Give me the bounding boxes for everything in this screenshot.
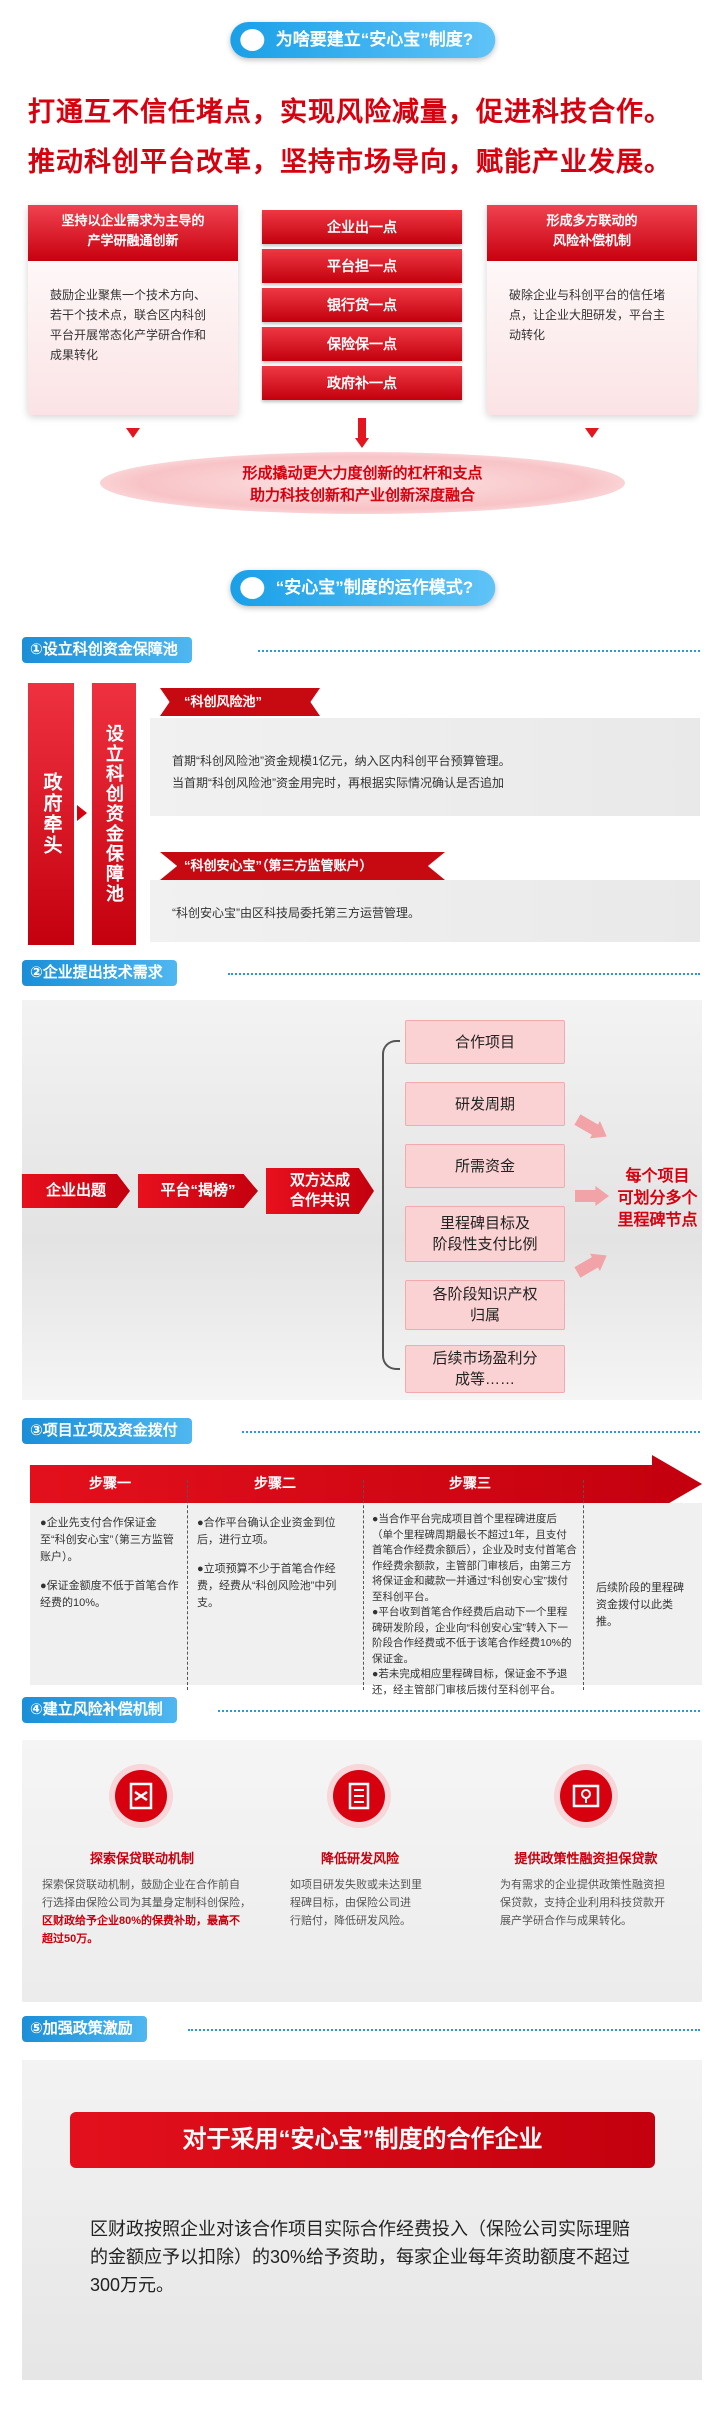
step-divider — [363, 1480, 364, 1690]
result-line-1: 形成撬动更大力度创新的杠杆和支点 — [242, 465, 483, 482]
arrow-icon — [575, 1186, 609, 1206]
dotted-divider — [228, 973, 700, 975]
milestone-result: 每个项目 可划分多个 里程碑节点 — [617, 1168, 698, 1229]
policy-text: 区财政按照企业对该合作项目实际合作经费投入（保险公司实际理赔的金额应予以扣除）的… — [90, 2219, 631, 2295]
requirement-item: 里程碑目标及 阶段性支付比例 — [405, 1206, 565, 1262]
comp-body-3: 为有需求的企业提供政策性融资担 保贷款，支持企业利用科技贷款开 展产学研合作与成… — [500, 1879, 665, 1927]
step-1-content: ●企业先支付合作保证金至“科创安心宝”（第三方监管账户）。 ●保证金额度不低于首… — [40, 1517, 179, 1609]
stack-item-bank: 银行贷一点 — [262, 288, 462, 322]
requirement-item: 各阶段知识产权 归属 — [405, 1280, 565, 1330]
requirement-item: 合作项目 — [405, 1020, 565, 1064]
safe-account-details: “科创安心宝”由区科技局委托第三方运营管理。 — [150, 880, 700, 942]
stack-item-platform: 平台担一点 — [262, 249, 462, 283]
fund-pool-bar: 设立科创资金保障池 — [92, 683, 136, 945]
stack-item-enterprise: 企业出一点 — [262, 210, 462, 244]
arrow-down-icon — [355, 438, 369, 448]
step-3-content: ●当合作平台完成项目首个里程碑进度后（单个里程碑周期最长不超过1年，且支付首笔合… — [372, 1513, 577, 1696]
funding-stack: 企业出一点 平台担一点 银行贷一点 保险保一点 政府补一点 — [262, 210, 462, 405]
part-tag-2: ②企业提出技术需求 — [22, 960, 177, 986]
requirement-item: 研发周期 — [405, 1082, 565, 1126]
building-icon — [333, 1770, 385, 1822]
part-tag-4: ④建立风险补偿机制 — [22, 1697, 177, 1723]
card-body: 破除企业与科创平台的信任堵 点，让企业大胆研发，平台主 动转化 — [509, 288, 666, 342]
shield-icon — [115, 1770, 167, 1822]
flow-step-enterprise: 企业出题 — [22, 1174, 130, 1208]
card-header: 坚持以企业需求为主导的 产学研融通创新 — [28, 205, 238, 261]
comp-title-1: 探索保贷联动机制 — [89, 1851, 194, 1866]
result-line-2: 助力科技创新和产业创新深度融合 — [249, 487, 475, 504]
result-banner — [100, 452, 625, 514]
dotted-divider — [188, 2029, 700, 2031]
flow-step-consensus: 双方达成 合作共识 — [266, 1168, 374, 1214]
comp-body-1: 探索保贷联动机制，鼓励企业在合作前自 行选择由保险公司为其量身定制科创保险， 区… — [42, 1879, 251, 1945]
dotted-divider — [218, 1710, 700, 1712]
arrow-down-icon — [585, 428, 599, 438]
arrow-down-icon — [126, 428, 140, 438]
stack-item-insurance: 保险保一点 — [262, 327, 462, 361]
speech-bubble-icon — [239, 577, 264, 599]
bracket — [382, 1040, 400, 1370]
part-tag-1: ①设立科创资金保障池 — [22, 637, 192, 663]
headline-1: 打通互不信任堵点，实现风险减量，促进科技合作。 — [28, 97, 672, 127]
government-lead-bar: 政府牵头 — [28, 683, 74, 945]
step-divider — [187, 1480, 188, 1690]
arrow-right-icon — [77, 805, 87, 821]
steps-arrow-bar — [30, 1465, 702, 1503]
policy-banner: 对于采用“安心宝”制度的合作企业 — [70, 2112, 655, 2168]
card-enterprise-led: 坚持以企业需求为主导的 产学研融通创新 鼓励企业聚焦一个技术方向、 若干个技术点… — [28, 205, 238, 415]
speech-bubble-icon — [239, 29, 264, 51]
comp-title-2: 降低研发风险 — [320, 1851, 399, 1866]
arrow-stem — [358, 418, 366, 440]
card-header: 形成多方联动的 风险补偿机制 — [487, 205, 697, 261]
dotted-divider — [258, 650, 700, 652]
requirement-item: 所需资金 — [405, 1144, 565, 1188]
stack-item-government: 政府补一点 — [262, 366, 462, 400]
step-2-content: ●合作平台确认企业资金到位后，进行立项。 ●立项预算不少于首笔合作经费，经费从“… — [197, 1517, 337, 1609]
step-divider — [583, 1480, 584, 1690]
part-tag-3: ③项目立项及资金拨付 — [22, 1418, 192, 1444]
step-3-label: 步骤三 — [449, 1475, 491, 1491]
card-risk-compensation: 形成多方联动的 风险补偿机制 破除企业与科创平台的信任堵 点，让企业大胆研发，平… — [487, 205, 697, 415]
risk-pool-label: “科创风险池” — [160, 688, 320, 716]
part-tag-5: ⑤加强政策激励 — [22, 2016, 147, 2042]
requirement-item: 后续市场盈利分 成等…… — [405, 1345, 565, 1393]
flow-step-platform: 平台“揭榜” — [138, 1174, 258, 1208]
risk-pool-details: 首期“科创风险池”资金规模1亿元，纳入区内科创平台预算管理。 当首期“科创风险池… — [150, 718, 700, 816]
section-title-why: 为啥要建立“安心宝”制度? — [229, 22, 496, 58]
section-title-how: “安心宝”制度的运作模式? — [229, 570, 496, 606]
comp-body-2: 如项目研发失败或未达到里 程碑目标，由保险公司进 行赔付，降低研发风险。 — [290, 1879, 422, 1927]
headline-2: 推动科创平台改革，坚持市场导向，赋能产业发展。 — [28, 147, 672, 177]
card-body: 鼓励企业聚焦一个技术方向、 若干个技术点，联合区内科创 平台开展常态化产学研合作… — [50, 288, 207, 362]
map-loan-icon — [560, 1770, 612, 1822]
requirement-list: 合作项目 研发周期 所需资金 里程碑目标及 阶段性支付比例 各阶段知识产权 归属… — [405, 1020, 565, 1393]
step-1-label: 步骤一 — [89, 1475, 131, 1491]
steps-panel — [30, 1503, 702, 1685]
step-2-label: 步骤二 — [254, 1475, 296, 1491]
step-4-content: 后续阶段的里程碑资金拨付以此类推。 — [596, 1582, 684, 1628]
safe-account-label: “科创安心宝”（第三方监管账户） — [160, 852, 445, 880]
comp-title-3: 提供政策性融资担保贷款 — [514, 1851, 658, 1866]
dotted-divider — [242, 1431, 700, 1433]
